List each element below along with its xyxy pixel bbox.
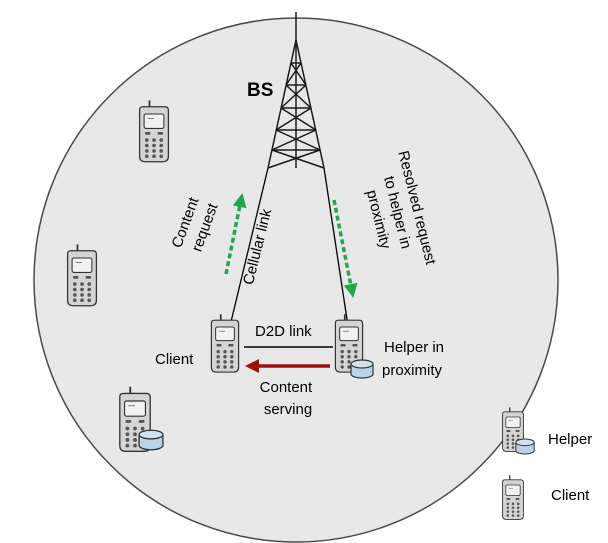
- svg-text:Helper in proximity: Helper in proximity: [382, 339, 448, 379]
- idle-phone-icon: [66, 243, 98, 307]
- helper-in-proximity-label-line1: Helper in: [384, 339, 444, 356]
- legend: Helper Client: [502, 406, 592, 520]
- content-serving-label-line1: Content: [260, 379, 313, 396]
- legend-client-label: Client: [551, 487, 590, 504]
- client-label: Client: [155, 351, 194, 368]
- idle-phone-icon: [138, 99, 170, 163]
- legend-client-icon: [502, 474, 524, 520]
- client-phone-icon: [210, 313, 240, 373]
- cellular-link-line: [229, 167, 269, 327]
- helper-cache-icon: [138, 429, 164, 451]
- svg-text:Content serving: Content serving: [260, 379, 317, 418]
- content-request-arrow: [224, 193, 247, 275]
- cell-tower-icon: [267, 12, 325, 169]
- bs-label: BS: [247, 80, 273, 101]
- d2d-link-label: D2D link: [255, 323, 312, 340]
- bs-to-helper-line: [323, 167, 349, 327]
- legend-helper-cache-icon: [515, 438, 535, 455]
- helper-cache-icon: [350, 359, 374, 379]
- content-serving-label-line2: serving: [264, 401, 312, 418]
- legend-helper-label: Helper: [548, 431, 592, 448]
- helper-in-proximity-label-line2: proximity: [382, 362, 443, 379]
